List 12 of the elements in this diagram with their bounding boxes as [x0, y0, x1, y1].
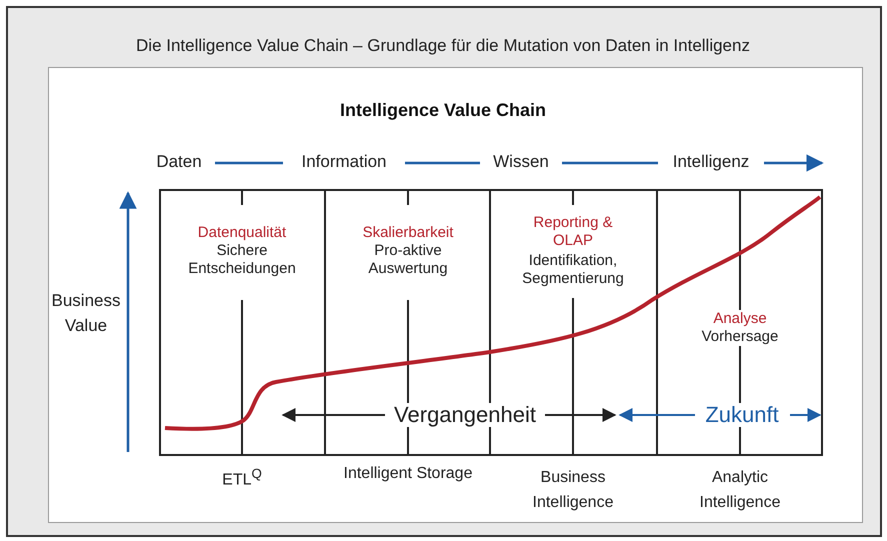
stage-name: ETL$^{Q}$	[221, 465, 263, 490]
stage-name: Business Intelligence	[532, 468, 614, 513]
stage-label: Intelligenz	[664, 153, 758, 171]
arrow	[764, 154, 824, 172]
chart-title: Intelligence Value Chain	[338, 101, 548, 119]
stage-label: Daten	[149, 153, 209, 171]
page-title: Die Intelligence Value Chain – Grundlage für die Mutation von Daten in Intelligenz	[135, 37, 751, 55]
stage-label: Wissen	[486, 153, 556, 171]
stage-name: Analytic Intelligence	[698, 468, 782, 513]
stage-label: Information	[289, 153, 399, 171]
axis-label: Business Value	[50, 290, 122, 337]
stage-name: Intelligent Storage	[342, 465, 474, 483]
